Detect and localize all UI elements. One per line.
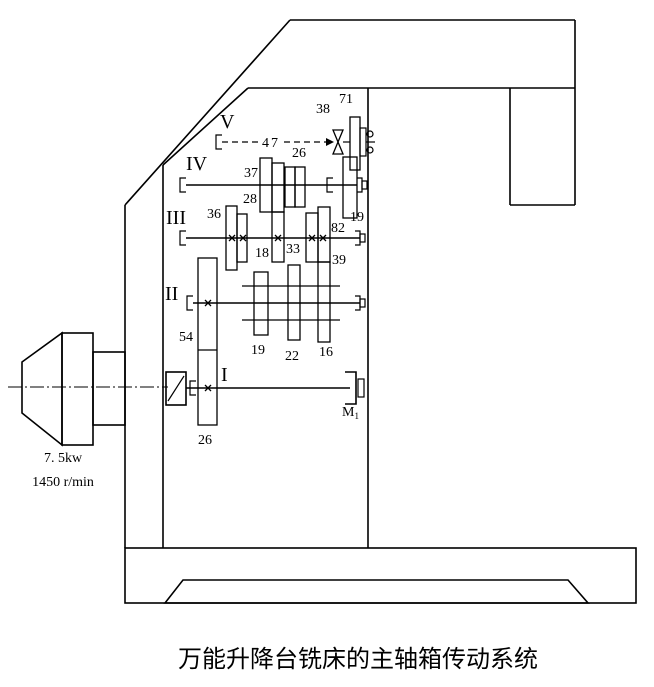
gear-label-ii-54: 54	[179, 330, 193, 345]
gear-label-iv-37: 37	[244, 166, 258, 181]
gear-label-iii-18: 18	[255, 246, 269, 261]
shaft-ii-label: II	[165, 283, 178, 305]
gear-iv-28	[271, 162, 285, 213]
motor-speed-label: 1450 r/min	[32, 475, 94, 490]
gear-ii-16	[317, 261, 331, 343]
gear-mesh-mark-ii	[204, 299, 212, 307]
gear-iii-second	[236, 213, 248, 263]
spindle-key-bottom	[366, 146, 374, 154]
shaft-ii: II 54 19 22 16	[165, 261, 366, 364]
gear-mesh-mark-iii-a	[228, 234, 236, 242]
shaft-iii-bearing-left	[179, 230, 186, 246]
gear-column-54-26	[197, 257, 218, 426]
gear-label-iii-33: 33	[286, 242, 300, 257]
gear-label-iv-28: 28	[243, 192, 257, 207]
spindle-nose	[359, 127, 367, 157]
clutch-m1-subscript: 1	[354, 411, 359, 421]
gear-mesh-mark-iii-b	[239, 234, 247, 242]
shaft-iii-label: III	[166, 207, 186, 229]
gear-v-71	[349, 116, 361, 171]
gear-v-38	[332, 129, 344, 155]
shaft-iv-bearing-mid	[326, 177, 333, 193]
frame-outer-diagonal	[124, 19, 291, 206]
spindle-key-top	[366, 130, 374, 138]
gear-mesh-mark-iii-e	[319, 234, 327, 242]
gear-label-iv-19: 19	[350, 210, 364, 225]
shaft-iv-label: IV	[186, 153, 208, 175]
motor-end-cone	[21, 331, 63, 447]
motor-body	[61, 332, 94, 446]
clutch-m1-hub	[357, 378, 365, 398]
diagram-caption: 万能升降台铣床的主轴箱传动系统	[178, 645, 538, 673]
gear-mesh-mark-iii-d	[308, 234, 316, 242]
gear-iv-third	[284, 166, 296, 208]
gear-label-i-26: 26	[198, 433, 212, 448]
machine-frame	[124, 19, 637, 604]
shaft-i: I 26 M1	[165, 257, 365, 448]
frame-inner-diagonal	[162, 87, 249, 166]
base-recess	[163, 579, 590, 604]
gear-ii-19	[253, 271, 269, 336]
clutch-m1-label: M1	[342, 405, 359, 421]
shaft-iv-end	[361, 180, 368, 190]
shaft-iii: III 36 18 33 82 39	[166, 205, 366, 271]
gear-label-v-71: 71	[339, 92, 353, 107]
gear-label-iv-26: 26	[292, 146, 306, 161]
gear-iii-18	[271, 211, 285, 263]
motor: 7. 5kw 1450 r/min	[8, 331, 168, 490]
gear-label-ii-22: 22	[285, 349, 299, 364]
shaft-iii-end	[359, 233, 366, 243]
gear-iii-82-39	[317, 206, 331, 263]
elastic-coupling-diagonal	[167, 375, 185, 402]
gear-label-iii-39: 39	[332, 253, 346, 268]
motor-flange	[92, 351, 126, 426]
shaft-ii-end	[359, 298, 366, 308]
shaft-iv-bearing-right	[357, 177, 363, 193]
gear-ii-22	[287, 264, 301, 341]
shaft-v-arrow-head	[326, 138, 334, 146]
gear-label-v-47: 47	[262, 136, 280, 151]
shaft-iv-bearing-left	[179, 177, 186, 193]
gear-label-iii-82: 82	[331, 221, 345, 236]
machine-base	[124, 547, 637, 604]
motor-power-label: 7. 5kw	[44, 451, 83, 466]
gear-label-ii-19: 19	[251, 343, 265, 358]
clutch-m1	[345, 371, 357, 405]
gear-label-ii-16: 16	[319, 345, 333, 360]
gear-mesh-mark-i	[204, 384, 212, 392]
clutch-m1-name: M	[342, 405, 355, 420]
gear-mesh-mark-iii-c	[274, 234, 282, 242]
shaft-v-bearing-left	[215, 134, 222, 150]
shaft-iv: IV 26 37 28 19	[179, 146, 368, 225]
gear-label-v-38: 38	[316, 102, 330, 117]
gear-iv-26	[294, 166, 306, 208]
shaft-v: V 47 38 71	[215, 92, 375, 171]
gear-label-iii-36: 36	[207, 207, 221, 222]
shaft-i-label: I	[221, 364, 228, 386]
shaft-v-label: V	[220, 111, 235, 133]
shaft-ii-bearing-left	[186, 295, 193, 311]
